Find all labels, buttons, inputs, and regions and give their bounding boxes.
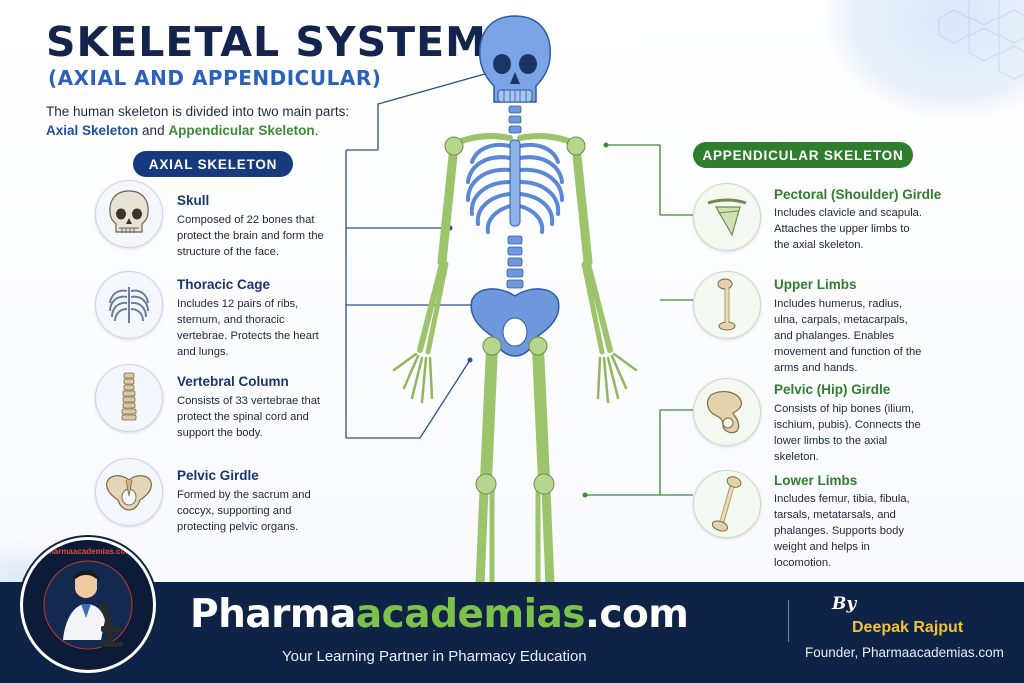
- axial-item-title: Skull: [177, 193, 210, 208]
- axial-item-desc: Includes 12 pairs of ribs, sternum, and …: [177, 298, 319, 358]
- pelvis-icon: [95, 458, 163, 526]
- axial-item-title: Vertebral Column: [177, 374, 289, 389]
- intro-and: and: [138, 123, 169, 138]
- author-name: Deepak Rajput: [852, 619, 964, 636]
- appendicular-skeleton-heading: APPENDICULAR SKELETON: [693, 142, 913, 168]
- footer-divider: [788, 600, 789, 642]
- hip-bone-icon: [693, 378, 761, 446]
- logo-badge: Pharmaacademias.com: [20, 537, 156, 673]
- appendicular-item-title: Lower Limbs: [774, 473, 858, 488]
- appendicular-item-title: Pectoral (Shoulder) Girdle: [774, 187, 942, 202]
- skeleton-illustration: [392, 15, 638, 585]
- intro-appendicular-label: Appendicular Skeleton: [168, 123, 315, 138]
- by-label: By: [832, 594, 857, 614]
- femur-icon: [693, 470, 761, 538]
- humerus-icon: [693, 271, 761, 339]
- logo-ring-text: Pharmaacademias.com: [44, 547, 133, 556]
- axial-item-desc: Consists of 33 vertebrae that protect th…: [177, 395, 321, 439]
- brand-part-com: .com: [585, 592, 689, 637]
- brand-part-pharma: Pharma: [190, 592, 356, 637]
- intro-line: The human skeleton is divided into two m…: [46, 104, 350, 119]
- skull-graphic-icon: [479, 15, 551, 103]
- tagline: Your Learning Partner in Pharmacy Educat…: [282, 648, 587, 665]
- appendicular-item-desc: Includes humerus, radius, ulna, carpals,…: [774, 298, 922, 374]
- decorative-blob: [824, 0, 1024, 120]
- axial-item-title: Pelvic Girdle: [177, 468, 259, 483]
- skull-icon: [95, 180, 163, 248]
- brand-part-academias: academias: [355, 592, 586, 637]
- rib-cage-icon: [95, 271, 163, 339]
- appendicular-item-title: Upper Limbs: [774, 277, 857, 292]
- hexagon-pattern-icon: [938, 0, 1024, 80]
- axial-skeleton-heading: AXIAL SKELETON: [133, 151, 293, 177]
- appendicular-item-desc: Includes femur, tibia, fibula, tarsals, …: [774, 493, 910, 569]
- appendicular-item-desc: Consists of hip bones (ilium, ischium, p…: [774, 403, 921, 463]
- appendicular-item-desc: Includes clavicle and scapula. Attaches …: [774, 207, 923, 251]
- page-title: SKELETAL SYSTEM: [46, 18, 487, 66]
- intro-text: The human skeleton is divided into two m…: [46, 102, 386, 140]
- axial-item-desc: Composed of 22 bones that protect the br…: [177, 214, 324, 258]
- axial-item-title: Thoracic Cage: [177, 277, 271, 292]
- intro-axial-label: Axial Skeleton: [46, 123, 139, 138]
- scientist-microscope-icon: Pharmaacademias.com: [25, 542, 151, 668]
- intro-end: .: [314, 123, 319, 138]
- author-title: Founder, Pharmaacademias.com: [805, 645, 1004, 660]
- scapula-icon: [693, 183, 761, 251]
- page-subtitle: (AXIAL AND APPENDICULAR): [48, 66, 382, 90]
- spine-icon: [95, 364, 163, 432]
- footer-banner: Pharmaacademias.com Your Learning Partne…: [0, 582, 1024, 683]
- brand-name: Pharmaacademias.com: [190, 592, 689, 637]
- appendicular-item-title: Pelvic (Hip) Girdle: [774, 382, 891, 397]
- axial-item-desc: Formed by the sacrum and coccyx, support…: [177, 489, 311, 533]
